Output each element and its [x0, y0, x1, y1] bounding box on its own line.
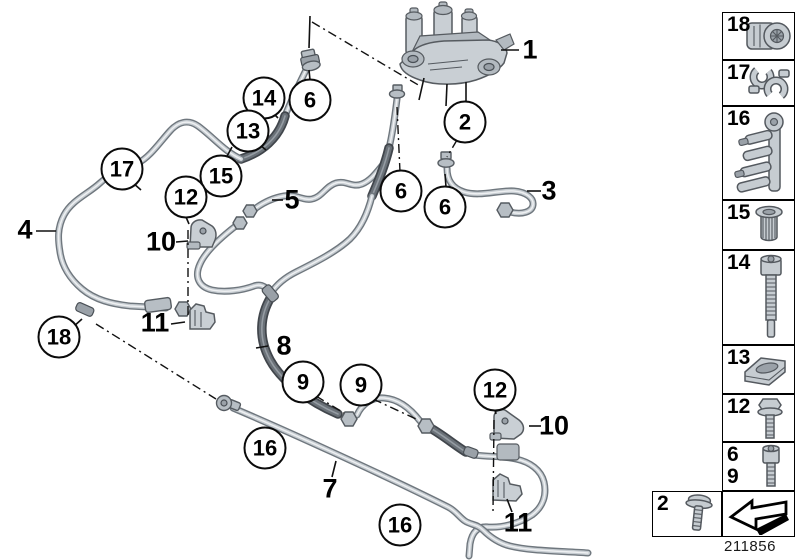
- label-10-right[interactable]: 10: [538, 410, 570, 441]
- pipe-loop-bottom-right: [469, 455, 545, 556]
- callout-16-lower[interactable]: 16: [378, 503, 422, 547]
- diagram-number: 211856: [724, 538, 776, 555]
- coupling-sleeve-18: [75, 302, 95, 317]
- part-number: 2: [657, 492, 669, 515]
- callout-12-left[interactable]: 12: [164, 175, 208, 219]
- sidebar-direction-box[interactable]: [722, 491, 795, 537]
- label-5[interactable]: 5: [284, 184, 300, 215]
- bracket-10-right: [489, 408, 525, 441]
- eyelet-fitting-pipe7: [215, 394, 242, 412]
- bolt-fitting-valve: [388, 84, 406, 99]
- pipe-fittings: [75, 48, 514, 459]
- bracket-11-left: [189, 303, 216, 330]
- callout-16-upper[interactable]: 16: [243, 426, 287, 470]
- sidebar-part-13[interactable]: 13: [722, 345, 795, 394]
- sidebar-part-2[interactable]: 2: [652, 491, 722, 537]
- valve-block: [399, 1, 515, 85]
- mounting-brackets: [186, 219, 525, 502]
- union-nut-5-upper: [242, 204, 258, 218]
- label-11-right[interactable]: 11: [503, 507, 533, 538]
- socket-head-screw-icon: [724, 444, 793, 489]
- flange-screw-icon: [654, 493, 720, 535]
- clip-bracket-right: [496, 443, 520, 461]
- banjo-fitting-top: [300, 48, 321, 72]
- leader-lines: [36, 15, 541, 513]
- sidebar-part-15[interactable]: 15: [722, 200, 795, 250]
- sidebar-part-14[interactable]: 14: [722, 250, 795, 345]
- callout-2[interactable]: 2: [443, 100, 487, 144]
- ferrule-hose8-top: [261, 284, 279, 303]
- bracket-11-right: [492, 473, 523, 502]
- part-number: 13: [727, 346, 751, 369]
- sidebar-part-16[interactable]: 16: [722, 106, 795, 200]
- callout-6-middle[interactable]: 6: [379, 169, 423, 213]
- part-number: 17: [727, 61, 751, 84]
- pipe-coupling-clamp-icon: [724, 14, 793, 58]
- union-nut-pipe3: [496, 202, 514, 218]
- multi-pipe-holder-icon: [724, 108, 793, 198]
- sidebar-part-12[interactable]: 12: [722, 394, 795, 442]
- union-nut-9-left: [340, 411, 358, 427]
- label-4[interactable]: 4: [17, 214, 33, 245]
- parts-diagram-canvas: [36, 1, 720, 560]
- pipe-5: [252, 161, 386, 211]
- callout-17[interactable]: 17: [100, 147, 144, 191]
- part-number: 6 9: [727, 443, 739, 488]
- union-nut-5-lower: [232, 216, 248, 230]
- sidebar-part-6-9[interactable]: 6 9: [722, 442, 795, 491]
- installation-direction-arrow-icon: [724, 493, 793, 535]
- sidebar-part-18[interactable]: 18: [722, 12, 795, 60]
- double-pipe-clip-icon: [724, 62, 793, 104]
- part-number: 12: [727, 395, 751, 418]
- sidebar-part-17[interactable]: 17: [722, 60, 795, 106]
- hex-flange-bolt-icon: [724, 396, 793, 440]
- part-number: 15: [727, 201, 751, 224]
- callout-9-left[interactable]: 9: [281, 360, 325, 404]
- ferrule-bottom-right: [462, 446, 479, 459]
- label-8[interactable]: 8: [276, 330, 292, 361]
- part-number: 14: [727, 251, 751, 274]
- long-socket-screw-icon: [724, 252, 793, 343]
- callout-18[interactable]: 18: [37, 315, 81, 359]
- label-7[interactable]: 7: [322, 473, 338, 504]
- callout-6-upper[interactable]: 6: [288, 78, 332, 122]
- label-11-left[interactable]: 11: [140, 307, 170, 338]
- threaded-bushing-icon: [724, 202, 793, 248]
- jumper-pipe-9: [357, 398, 466, 452]
- callout-14[interactable]: 14: [242, 76, 286, 120]
- callout-13[interactable]: 13: [226, 109, 270, 153]
- callout-6-lower[interactable]: 6: [423, 185, 467, 229]
- callout-12-right[interactable]: 12: [473, 368, 517, 412]
- bracket-10-left: [186, 219, 217, 250]
- label-10-left[interactable]: 10: [145, 226, 177, 257]
- sheet-metal-clamp-icon: [724, 347, 793, 392]
- union-nut-9-right: [417, 418, 435, 434]
- callout-9-right[interactable]: 9: [339, 363, 383, 407]
- part-number: 18: [727, 13, 751, 36]
- bolt-fitting-pipe3: [437, 151, 455, 168]
- ferrule-pipe4-end: [143, 296, 173, 314]
- label-1[interactable]: 1: [522, 34, 538, 65]
- label-3[interactable]: 3: [541, 175, 557, 206]
- union-nut-pipe4: [174, 301, 192, 317]
- part-number: 16: [727, 107, 751, 130]
